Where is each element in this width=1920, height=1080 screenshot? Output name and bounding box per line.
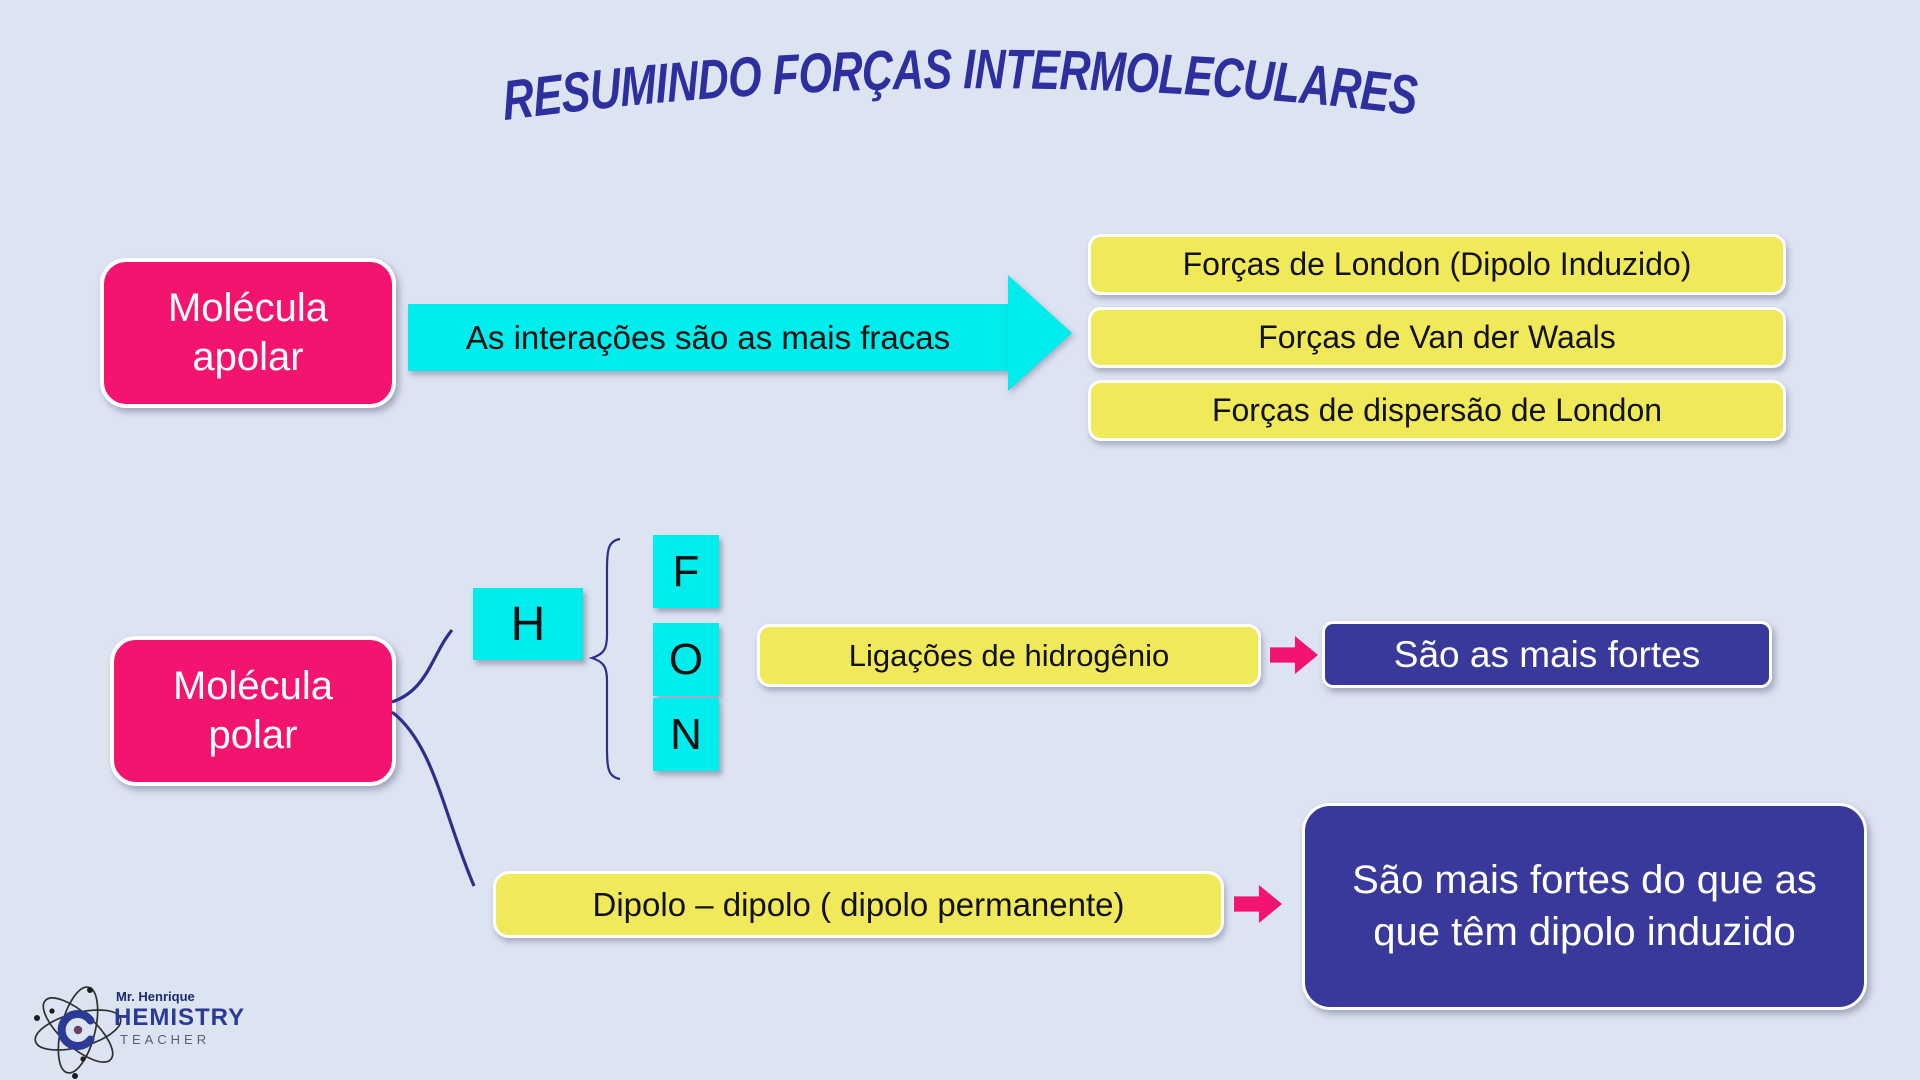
apolar-molecule-line2: apolar [192,335,304,379]
hydrogen-bond-box: Ligações de hidrogênio [757,624,1261,687]
weak-interactions-arrow: As interações são as mais fracas [408,275,1078,392]
dipole-result-box: São mais fortes do que as que têm dipolo… [1302,803,1867,1010]
logo-role: TEACHER [120,1032,211,1047]
force-dispersao-london: Forças de dispersão de London [1088,380,1786,441]
logo-name: Mr. Henrique [116,989,195,1004]
page-title: RESUMINDO FORÇAS INTERMOLECULARES [500,38,1420,133]
logo-brand: HEMISTRY [114,1004,246,1031]
page-title-text: RESUMINDO FORÇAS INTERMOLECULARES [500,38,1420,133]
apolar-molecule-box: Molécula apolar [100,258,396,408]
polar-molecule-line2: polar [208,713,298,757]
force-van-der-waals: Forças de Van der Waals [1088,307,1786,368]
hydrogen-bond-result-box: São as mais fortes [1322,621,1772,688]
svg-text:RESUMINDO FORÇAS INTERMOLECULA: RESUMINDO FORÇAS INTERMOLECULARES [500,38,1419,133]
polar-molecule-line1: Molécula [172,664,334,709]
polar-to-dipole-arrow [391,710,476,887]
dipole-result-arrow-icon [1234,885,1282,923]
hydrogen-tile: H [473,588,583,660]
oxygen-tile: O [653,623,719,696]
arrow-head-icon [1008,275,1072,391]
fluorine-tile: F [653,535,719,608]
force-london-dipolo-induzido: Forças de London (Dipolo Induzido) [1088,234,1786,295]
dipole-dipole-box: Dipolo – dipolo ( dipolo permanente) [493,871,1224,938]
chemistry-teacher-logo: Mr. Henrique HEMISTRY TEACHER [26,980,244,1079]
fon-brace-icon [588,537,621,781]
apolar-molecule-line1: Molécula [167,286,329,331]
atom-icon [34,986,122,1079]
nitrogen-tile: N [653,698,719,771]
polar-to-hydrogen-arrow [391,628,454,704]
weak-forces-list: Forças de London (Dipolo Induzido) Força… [1088,234,1786,441]
weak-interactions-arrow-label: As interações são as mais fracas [408,304,1008,371]
polar-molecule-box: Molécula polar [110,636,396,786]
hydrogen-bond-result-arrow-icon [1270,636,1318,674]
